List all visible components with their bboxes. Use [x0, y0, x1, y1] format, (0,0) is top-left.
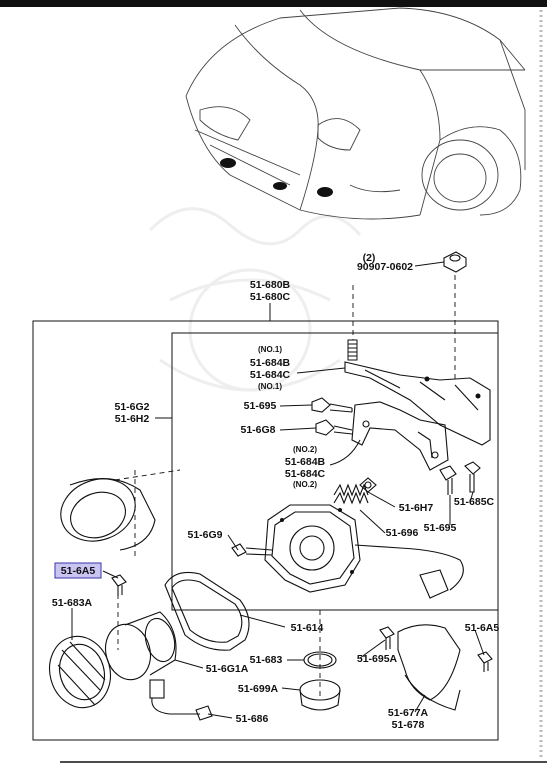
- bracket-assembly: [344, 361, 491, 471]
- bolt-6g9: [231, 543, 273, 557]
- label-51-683[interactable]: 51-683: [250, 654, 283, 666]
- label-51-6g2[interactable]: 51-6G2: [114, 401, 149, 413]
- label-no1-bottom: (NO.1): [258, 382, 282, 391]
- label-51-686[interactable]: 51-686: [236, 713, 269, 725]
- label-no1-top: (NO.1): [258, 345, 282, 354]
- label-no2-top: (NO.2): [293, 445, 317, 454]
- label-51-6g9[interactable]: 51-6G9: [187, 529, 222, 541]
- bulb-51-686: [149, 679, 213, 721]
- lamp-housing: [264, 504, 464, 599]
- gasket-51-614: [164, 571, 250, 651]
- label-51-684c-no2[interactable]: 51-684C: [285, 468, 326, 480]
- bolt-top: [347, 339, 358, 361]
- label-51-695-upper[interactable]: 51-695: [244, 400, 277, 412]
- label-51-6a5-selected[interactable]: 51-6A5: [61, 565, 96, 577]
- label-51-6g8[interactable]: 51-6G8: [240, 424, 275, 436]
- screw-685c: [464, 461, 481, 493]
- screw-695-lower: [439, 465, 457, 495]
- label-51-680c[interactable]: 51-680C: [250, 291, 291, 303]
- watermark-logo: [148, 207, 362, 392]
- label-no2-bottom: (NO.2): [293, 480, 317, 489]
- label-51-684c-no1[interactable]: 51-684C: [250, 369, 291, 381]
- leader-lines: [71, 261, 485, 719]
- reflector-51-6g1a: [104, 611, 177, 681]
- part-labels: (2) 90907-0602 51-680B 51-680C (NO.1) 51…: [52, 252, 500, 731]
- clip-6h7: [359, 477, 377, 493]
- screw-6a5-left: [111, 574, 127, 596]
- label-51-6g1a[interactable]: 51-6G1A: [206, 663, 249, 675]
- label-51-699a[interactable]: 51-699A: [238, 683, 279, 695]
- outer-assembly-box: [32, 320, 499, 741]
- top-border: [0, 0, 547, 7]
- label-51-683a[interactable]: 51-683A: [52, 597, 93, 609]
- screw-6a5-right: [477, 651, 493, 672]
- label-hw-qty: (2): [363, 252, 376, 264]
- car-fog-lamp-right: [273, 182, 287, 190]
- label-51-6h2[interactable]: 51-6H2: [115, 413, 150, 425]
- label-51-695a[interactable]: 51-695A: [357, 653, 398, 665]
- lens-51-683a: [49, 635, 111, 709]
- label-51-678[interactable]: 51-678: [392, 719, 425, 731]
- lamp-rim-51-6g1: [60, 478, 156, 551]
- label-51-696[interactable]: 51-696: [386, 527, 419, 539]
- label-hw-part: 90907-0602: [357, 261, 413, 273]
- label-51-6h7[interactable]: 51-6H7: [399, 502, 434, 514]
- spring: [333, 483, 369, 505]
- label-51-677a[interactable]: 51-677A: [388, 707, 429, 719]
- inner-assembly-box: [171, 332, 499, 611]
- selected-part-highlight: [54, 562, 102, 579]
- label-51-614[interactable]: 51-614: [291, 622, 324, 634]
- car-fog-lamp-right-outer: [317, 187, 333, 197]
- label-51-685c[interactable]: 51-685C: [454, 496, 495, 508]
- label-51-695-lower[interactable]: 51-695: [424, 522, 457, 534]
- guide-rim: [114, 469, 181, 481]
- label-51-6a5[interactable]: 51-6A5: [465, 622, 500, 634]
- screw-695a: [379, 626, 395, 650]
- label-51-684b-no2[interactable]: 51-684B: [285, 456, 326, 468]
- bolt-695-upper: [311, 397, 353, 413]
- car-illustration: [185, 7, 526, 220]
- car-fog-lamp-left: [220, 158, 236, 168]
- bracket-51-677a: [397, 624, 461, 711]
- label-51-684b-no1[interactable]: 51-684B: [250, 357, 291, 369]
- nut: [443, 251, 467, 273]
- label-51-680b[interactable]: 51-680B: [250, 279, 291, 291]
- bolt-6g8: [315, 419, 353, 436]
